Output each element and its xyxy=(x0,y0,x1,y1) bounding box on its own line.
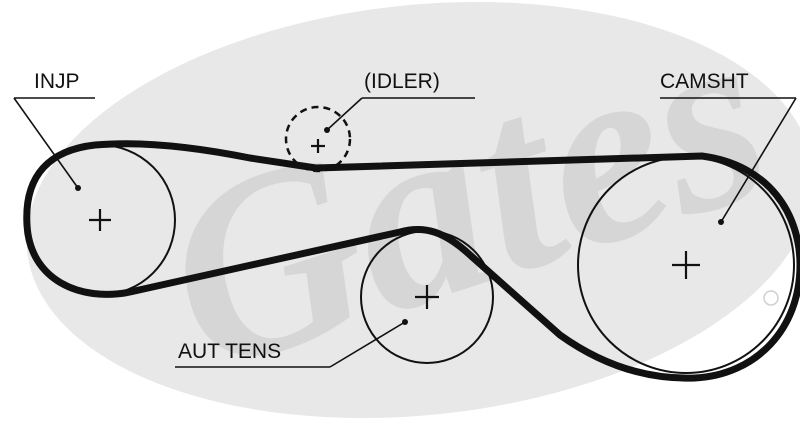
label-camsht: CAMSHT xyxy=(660,70,749,93)
label-idler: (IDLER) xyxy=(364,70,440,93)
label-injp: INJP xyxy=(34,70,80,93)
camsht-leader-dot xyxy=(718,219,724,225)
injp-leader-dot xyxy=(75,185,81,191)
injection-pump-pulley xyxy=(24,144,176,296)
watermark-oval xyxy=(26,1,800,419)
timing-belt xyxy=(23,140,800,382)
auto-tensioner-pulley xyxy=(360,230,494,364)
registered-mark-icon xyxy=(763,290,779,306)
idler-pulley xyxy=(284,105,352,173)
idler-leader-dot xyxy=(324,127,330,133)
aut-tens-leader-dot xyxy=(402,319,408,325)
label-aut-tens: AUT TENS xyxy=(178,340,281,363)
camshaft-pulley xyxy=(577,156,795,374)
